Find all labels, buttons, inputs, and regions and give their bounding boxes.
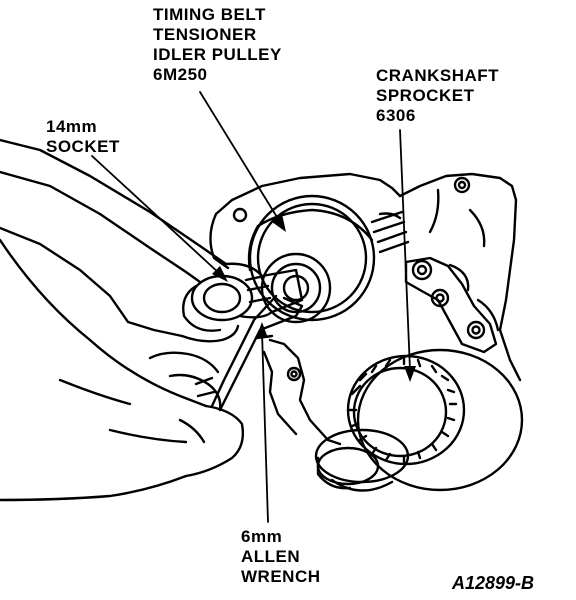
- leader-tensioner: [199, 91, 281, 223]
- label-line: 6mm: [241, 527, 283, 546]
- leader-allen: [261, 331, 269, 523]
- label-line: WRENCH: [241, 567, 321, 586]
- label-tensioner-idler-pulley: TIMING BELT TENSIONER IDLER PULLEY 6M250: [153, 5, 282, 85]
- label-6mm-allen-wrench: 6mm ALLEN WRENCH: [241, 527, 321, 587]
- tensioner-idler-pulley: [247, 194, 376, 324]
- label-line: 6M250: [153, 65, 208, 84]
- label-line: ALLEN: [241, 547, 301, 566]
- engine-bracket: [404, 256, 498, 354]
- arrow-tensioner: [272, 214, 286, 232]
- ratchet-and-socket: [0, 138, 304, 332]
- arrow-socket: [212, 266, 228, 282]
- label-line: SOCKET: [46, 137, 120, 156]
- allen-wrench: [210, 294, 304, 412]
- hands: [0, 226, 245, 502]
- label-line: IDLER PULLEY: [153, 45, 282, 64]
- crankshaft-sprocket: [314, 348, 524, 492]
- figure-id: A12899-B: [452, 573, 535, 593]
- label-14mm-socket: 14mm SOCKET: [46, 117, 120, 157]
- label-line: 14mm: [46, 117, 98, 136]
- label-line: TIMING BELT: [153, 5, 266, 24]
- callout-leaders: [91, 91, 411, 523]
- leader-crankshaft: [399, 129, 411, 371]
- label-crankshaft-sprocket: CRANKSHAFT SPROCKET 6306: [376, 66, 499, 126]
- label-line: SPROCKET: [376, 86, 475, 105]
- label-line: CRANKSHAFT: [376, 66, 500, 85]
- tensioner-bracket: [254, 334, 342, 446]
- arrow-allen: [256, 322, 268, 338]
- engine-block: [209, 172, 522, 382]
- label-line: 6306: [376, 106, 416, 125]
- leader-socket: [91, 155, 221, 275]
- arrow-crankshaft: [404, 366, 416, 382]
- label-line: TENSIONER: [153, 25, 257, 44]
